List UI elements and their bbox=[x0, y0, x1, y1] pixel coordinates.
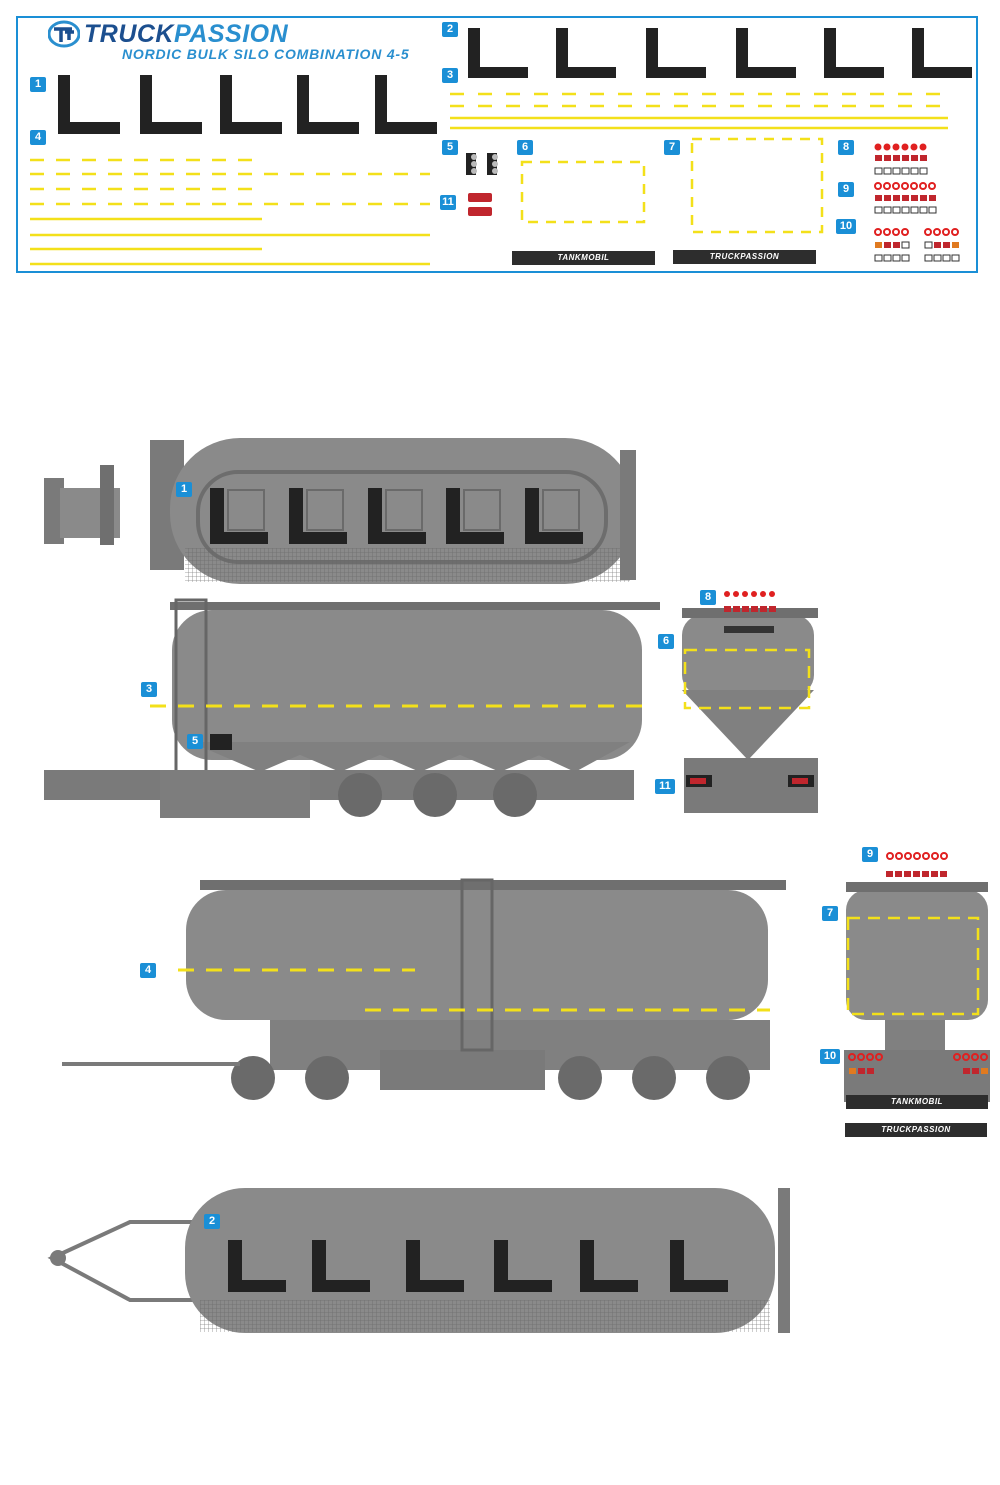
brand-name: TRUCKPASSION bbox=[84, 19, 289, 48]
tail-light-decals-10 bbox=[874, 228, 960, 262]
semitrailer-rear-view bbox=[682, 591, 818, 813]
decal-number-badge: 2 bbox=[442, 22, 458, 37]
decal-number-badge: 11 bbox=[440, 195, 456, 210]
stripe-decals-4 bbox=[30, 158, 430, 266]
rear-marker-lights-9 bbox=[886, 852, 948, 877]
callout-badge: 5 bbox=[187, 734, 203, 749]
tankmobil-bar: TANKMOBIL bbox=[512, 251, 655, 265]
decal-number-badge: 7 bbox=[664, 140, 680, 155]
callout-badge: 7 bbox=[822, 906, 838, 921]
l-decals-set-1 bbox=[58, 75, 437, 134]
rear-tail-lights-10 bbox=[848, 1053, 988, 1074]
tp-logo-icon bbox=[48, 20, 80, 48]
decal-number-badge: 10 bbox=[836, 219, 856, 234]
semitrailer-side-view bbox=[44, 598, 660, 818]
decal-number-badge: 3 bbox=[442, 68, 458, 83]
dashed-frame-6 bbox=[520, 160, 646, 224]
tail-light-decals-11 bbox=[468, 193, 492, 216]
l-decals-set-2 bbox=[468, 28, 972, 78]
decal-number-badge: 6 bbox=[517, 140, 533, 155]
callout-badge: 9 bbox=[862, 847, 878, 862]
marker-light-decals-8 bbox=[874, 143, 928, 175]
truckpassion-bar: TRUCKPASSION bbox=[673, 250, 816, 264]
trailer-side-view bbox=[62, 878, 786, 1100]
marker-light-decals-9 bbox=[874, 182, 937, 214]
decal-number-badge: 5 bbox=[442, 140, 458, 155]
decal-number-badge: 9 bbox=[838, 182, 854, 197]
decal-number-badge: 4 bbox=[30, 130, 46, 145]
callout-badge: 11 bbox=[655, 779, 675, 794]
trailer-truckpassion-bar: TRUCKPASSION bbox=[845, 1123, 987, 1137]
trailer-tankmobil-bar: TANKMOBIL bbox=[846, 1095, 988, 1109]
callout-badge: 1 bbox=[176, 482, 192, 497]
callout-badge: 3 bbox=[141, 682, 157, 697]
stripe-decals-3 bbox=[450, 92, 948, 130]
lamp-decals-5 bbox=[466, 153, 498, 175]
decal-sheet bbox=[16, 16, 978, 273]
l-decals-top-view bbox=[210, 488, 583, 544]
sheet-subtitle: NORDIC BULK SILO COMBINATION 4-5 bbox=[122, 46, 410, 62]
callout-badge: 6 bbox=[658, 634, 674, 649]
trailer-top-view bbox=[47, 1188, 790, 1333]
brand-logo: TRUCKPASSION bbox=[48, 18, 288, 50]
callout-badge: 4 bbox=[140, 963, 156, 978]
decal-number-badge: 8 bbox=[838, 140, 854, 155]
rear-marker-lights-8 bbox=[724, 591, 776, 633]
callout-badge: 10 bbox=[820, 1049, 840, 1064]
decal-number-badge: 1 bbox=[30, 77, 46, 92]
dashed-frame-7 bbox=[690, 137, 824, 234]
callout-badge: 2 bbox=[204, 1214, 220, 1229]
l-decals-trailer-top bbox=[228, 1240, 728, 1292]
callout-badge: 8 bbox=[700, 590, 716, 605]
trailer-rear-view bbox=[844, 852, 990, 1109]
semitrailer-top-view bbox=[44, 438, 636, 584]
